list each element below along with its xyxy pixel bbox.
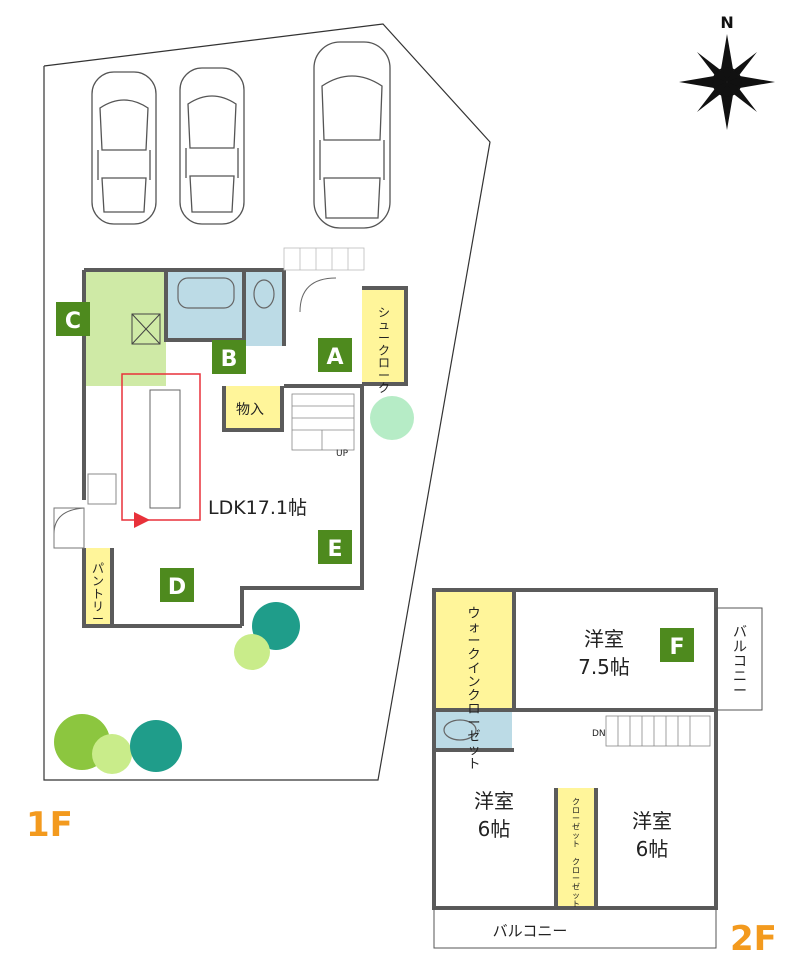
svg-text:クローゼット: クローゼット xyxy=(572,857,580,908)
floor-label-1f: 1F xyxy=(26,805,73,845)
tree-icon xyxy=(370,396,414,440)
tag-F: F xyxy=(660,628,694,662)
western-6-right-size: 6帖 xyxy=(636,837,669,861)
pantry-label: パントリー xyxy=(92,562,104,626)
storage-label: 物入 xyxy=(236,402,264,418)
western-6-left-size: 6帖 xyxy=(478,817,511,841)
svg-text:E: E xyxy=(327,537,342,562)
trees xyxy=(54,396,414,774)
shoe-closet-label: シュークローク xyxy=(378,306,390,396)
toilet-2f xyxy=(436,712,512,748)
svg-text:クローゼット: クローゼット xyxy=(572,797,580,848)
storage-room xyxy=(224,386,282,430)
tree-icon xyxy=(130,720,182,772)
stairs-1f xyxy=(291,393,355,451)
stairs-dn-label: DN xyxy=(592,729,606,739)
ldk-label: LDK17.1帖 xyxy=(208,497,307,519)
western-6-left-title: 洋室 xyxy=(474,789,514,813)
utility-room xyxy=(84,270,166,386)
ldk-side-entry xyxy=(53,507,85,549)
entrance-tiles xyxy=(283,247,365,271)
kitchen-frame xyxy=(121,373,201,521)
svg-text:シュークローク: シュークローク xyxy=(378,306,390,396)
tag-D: D xyxy=(160,568,194,602)
toilet-icon xyxy=(253,279,275,309)
western-75-title: 洋室 xyxy=(584,627,624,651)
car-2 xyxy=(179,67,245,225)
shoe-closet xyxy=(362,288,406,384)
closet-a xyxy=(558,788,594,848)
car-3 xyxy=(313,41,391,229)
tag-B: B xyxy=(212,340,246,374)
tree-icon xyxy=(252,602,300,650)
svg-text:ウォークインクローゼット: ウォークインクローゼット xyxy=(467,607,480,772)
closet-b-label: クローゼット xyxy=(572,857,580,908)
tag-E: E xyxy=(318,530,352,564)
svg-text:バルコニー: バルコニー xyxy=(733,625,747,700)
closet-a-label: クローゼット xyxy=(572,797,580,848)
toilet-2f-icon xyxy=(443,719,477,741)
kitchen-arrow-icon xyxy=(134,512,150,528)
stairs-2f xyxy=(605,715,711,747)
balcony-side xyxy=(715,607,763,711)
fridge-icon xyxy=(87,473,117,505)
floor-2f: DN 洋室 7.5帖 洋室 6帖 洋室 6帖 バルコニー ウォークインクローゼッ… xyxy=(432,588,763,949)
floor-label-2f: 2F xyxy=(730,919,777,959)
svg-text:A: A xyxy=(326,345,343,370)
pantry-room xyxy=(84,548,112,626)
svg-text:D: D xyxy=(168,575,186,600)
compass-north-label: N xyxy=(720,13,733,32)
balcony-side-label: バルコニー xyxy=(733,625,747,700)
parking-cars xyxy=(91,41,391,229)
svg-text:パントリー: パントリー xyxy=(92,562,104,626)
ldk-door-swing xyxy=(53,507,85,535)
balcony-bottom xyxy=(433,907,717,949)
closet-b xyxy=(558,848,594,906)
floor-1f: UP LDK17.1帖 物入 シュークローク パントリー A B xyxy=(53,247,408,628)
tree-icon xyxy=(92,734,132,774)
site-boundary xyxy=(43,23,491,781)
svg-text:B: B xyxy=(221,347,238,372)
walkin-closet xyxy=(436,592,512,708)
stairs-up-label: UP xyxy=(336,449,349,459)
tag-C: C xyxy=(56,302,90,336)
western-6-right-title: 洋室 xyxy=(632,809,672,833)
walls-1f xyxy=(82,268,408,628)
kitchen-counter xyxy=(149,389,181,509)
tag-A: A xyxy=(318,338,352,372)
tree-icon xyxy=(234,634,270,670)
bathroom xyxy=(166,270,244,340)
entrance-door-swing xyxy=(299,277,337,313)
compass-icon: N xyxy=(679,13,775,130)
washbasin-icon xyxy=(131,313,161,345)
balcony-bottom-label: バルコニー xyxy=(493,922,568,940)
bathtub-icon xyxy=(177,277,235,309)
svg-text:C: C xyxy=(65,309,81,334)
western-75-size: 7.5帖 xyxy=(578,655,630,679)
car-1 xyxy=(91,71,157,225)
walkin-label: ウォークインクローゼット xyxy=(467,607,480,772)
svg-text:F: F xyxy=(669,635,684,660)
